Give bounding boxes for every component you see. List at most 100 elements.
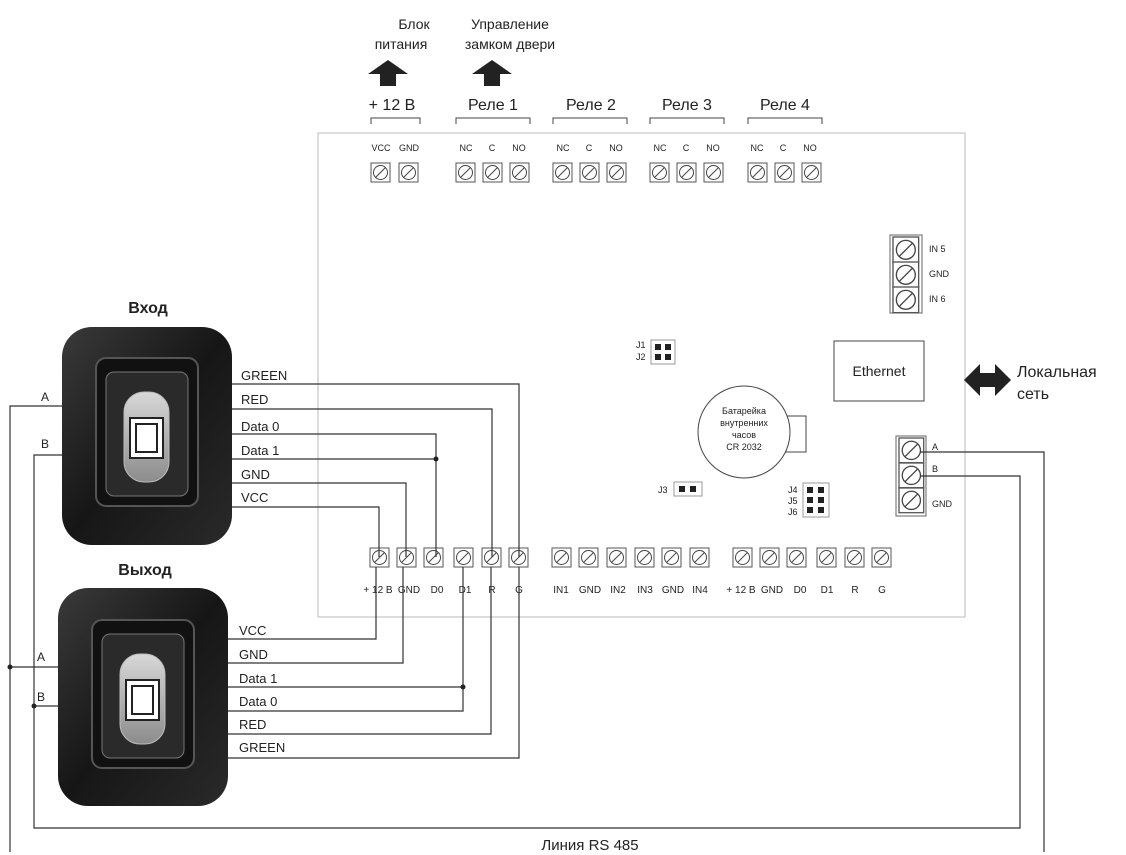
- svg-text:GREEN: GREEN: [239, 740, 285, 755]
- bus-ab-labels: A B A B: [37, 390, 49, 704]
- svg-text:замком двери: замком двери: [465, 36, 555, 52]
- entry-wire-labels: GREEN RED Data 0 Data 1 GND VCC: [241, 368, 287, 505]
- svg-text:J6: J6: [788, 507, 798, 517]
- svg-text:J3: J3: [658, 485, 668, 495]
- relay-1-terminal-block: [455, 162, 530, 183]
- svg-text:Data 0: Data 0: [239, 694, 277, 709]
- svg-text:R: R: [488, 585, 495, 596]
- relay-3-terminal-block: [649, 162, 724, 183]
- svg-text:C: C: [489, 143, 496, 153]
- svg-text:C: C: [780, 143, 787, 153]
- svg-text:J5: J5: [788, 496, 798, 506]
- arrow-up-icon: [368, 60, 408, 86]
- svg-text:CR 2032: CR 2032: [726, 442, 762, 452]
- relay-4-label: Реле 4: [760, 97, 810, 114]
- svg-text:IN3: IN3: [637, 585, 653, 596]
- relay-1-label: Реле 1: [468, 97, 518, 114]
- svg-text:сеть: сеть: [1017, 386, 1049, 403]
- svg-text:GREEN: GREEN: [241, 368, 287, 383]
- svg-text:GND: GND: [929, 269, 950, 279]
- svg-text:C: C: [586, 143, 593, 153]
- svg-text:GND: GND: [399, 143, 420, 153]
- power-supply-label: Блок питания: [375, 16, 431, 52]
- jumper-j4-j6: J4 J5 J6: [788, 482, 830, 518]
- wire-junction: [7, 664, 13, 670]
- svg-text:GND: GND: [398, 585, 420, 596]
- rs485-line-label: Линия RS 485: [541, 837, 638, 854]
- double-arrow-icon: [964, 364, 1011, 396]
- svg-text:GND: GND: [761, 585, 783, 596]
- svg-text:IN 5: IN 5: [929, 244, 946, 254]
- svg-text:NC: NC: [557, 143, 570, 153]
- svg-text:Data 1: Data 1: [241, 443, 279, 458]
- svg-text:Ethernet: Ethernet: [853, 363, 906, 379]
- exit-reader-wires: [228, 567, 520, 759]
- entry-reader-title: Вход: [128, 300, 168, 317]
- input-terminal-block: IN 5 GND IN 6: [889, 234, 950, 314]
- svg-text:GND: GND: [932, 499, 953, 509]
- svg-text:питания: питания: [375, 36, 428, 52]
- relay-4-terminal-block: [747, 162, 822, 183]
- svg-text:GND: GND: [579, 585, 601, 596]
- entry-fingerprint-reader: [62, 327, 232, 545]
- wire-junction: [433, 456, 439, 462]
- exit-fingerprint-reader: [58, 588, 228, 806]
- svg-text:RED: RED: [239, 717, 266, 732]
- svg-text:NC: NC: [751, 143, 764, 153]
- svg-text:J1: J1: [636, 340, 646, 350]
- svg-text:B: B: [41, 437, 49, 451]
- svg-text:GND: GND: [241, 467, 270, 482]
- svg-text:IN 6: IN 6: [929, 294, 946, 304]
- relay-2-terminal-block: [552, 162, 627, 183]
- svg-text:D0: D0: [794, 585, 807, 596]
- svg-text:NC: NC: [460, 143, 473, 153]
- exit-wire-labels: VCC GND Data 1 Data 0 RED GREEN: [239, 623, 285, 755]
- relay-2-label: Реле 2: [566, 97, 616, 114]
- svg-text:IN1: IN1: [553, 585, 569, 596]
- relay-3-label: Реле 3: [662, 97, 712, 114]
- svg-text:D0: D0: [431, 585, 444, 596]
- svg-text:NO: NO: [803, 143, 817, 153]
- svg-text:G: G: [878, 585, 886, 596]
- svg-text:D1: D1: [459, 585, 472, 596]
- svg-text:часов: часов: [732, 430, 756, 440]
- svg-text:A: A: [41, 390, 49, 404]
- rs485-bus-wires: [9, 405, 1045, 852]
- svg-text:GND: GND: [239, 647, 268, 662]
- svg-text:IN2: IN2: [610, 585, 626, 596]
- svg-text:GND: GND: [662, 585, 684, 596]
- svg-text:J2: J2: [636, 352, 646, 362]
- exit-reader-title: Выход: [118, 562, 171, 579]
- battery-cr2032: Батарейка внутренних часов CR 2032: [697, 385, 807, 479]
- svg-text:R: R: [851, 585, 858, 596]
- svg-text:Data 0: Data 0: [241, 419, 279, 434]
- group-brackets: [370, 117, 823, 124]
- svg-text:внутренних: внутренних: [720, 418, 768, 428]
- power-group-label: + 12 В: [369, 97, 416, 114]
- svg-text:+ 12 В: + 12 В: [363, 585, 393, 596]
- entry-reader-wires: [232, 383, 520, 557]
- svg-text:Блок: Блок: [398, 16, 430, 32]
- ethernet-port[interactable]: Ethernet: [833, 340, 925, 402]
- svg-text:D1: D1: [821, 585, 834, 596]
- svg-text:J4: J4: [788, 485, 798, 495]
- jumper-j3: J3: [658, 481, 703, 497]
- svg-text:IN4: IN4: [692, 585, 708, 596]
- svg-text:NO: NO: [512, 143, 526, 153]
- jumper-j1-j2: J1 J2: [636, 339, 676, 365]
- arrow-up-icon: [472, 60, 512, 86]
- svg-text:Локальная: Локальная: [1017, 364, 1097, 381]
- svg-text:VCC: VCC: [241, 490, 268, 505]
- svg-text:B: B: [932, 464, 938, 474]
- svg-text:Data 1: Data 1: [239, 671, 277, 686]
- svg-text:VCC: VCC: [239, 623, 266, 638]
- svg-text:A: A: [37, 650, 45, 664]
- wire-junction: [460, 684, 466, 690]
- door-lock-label: Управление замком двери: [465, 16, 555, 52]
- svg-text:NC: NC: [654, 143, 667, 153]
- svg-text:Управление: Управление: [471, 16, 549, 32]
- svg-text:B: B: [37, 690, 45, 704]
- top-terminal-labels: VCC GND NC C NO NC C NO NC C NO NC C NO: [371, 143, 816, 153]
- svg-text:NO: NO: [609, 143, 623, 153]
